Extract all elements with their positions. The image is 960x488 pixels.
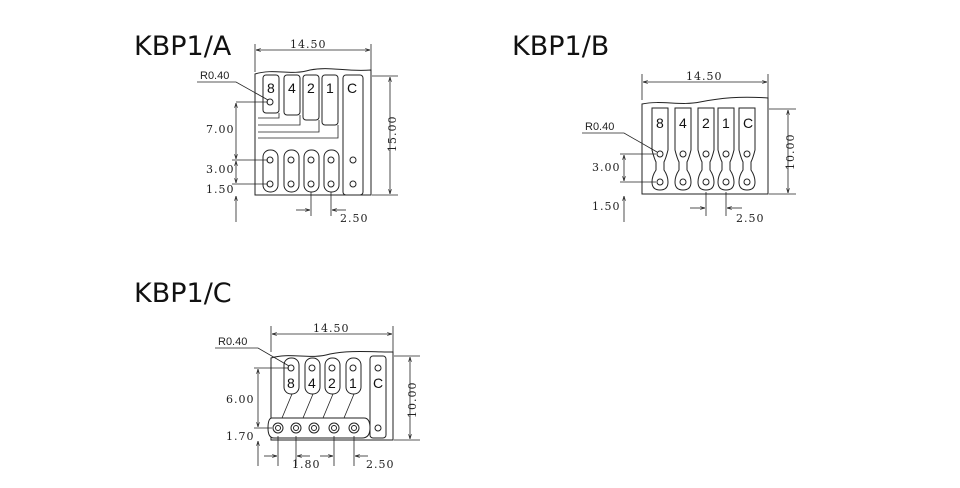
b-dim-15: 1.50 xyxy=(592,200,621,213)
b-pad-1 xyxy=(717,107,735,191)
diagram-kbp1-b: KBP1/B 14.50 8 4 2 1 C R0.40 xyxy=(512,31,797,225)
b-dim-3: 3.00 xyxy=(592,161,621,174)
c-hole-2 xyxy=(328,364,336,372)
a-pin-label-1: 1 xyxy=(326,80,334,96)
b-hole-8b xyxy=(656,178,664,186)
diagram-title-c: KBP1/C xyxy=(134,278,232,309)
b-hole-ca xyxy=(743,150,751,158)
a-dim-15: 1.50 xyxy=(206,183,235,196)
b-pin-label-2: 2 xyxy=(702,115,710,131)
c-trace-2 xyxy=(322,393,334,419)
a-hole-l3b xyxy=(307,180,315,188)
a-hole-l3a xyxy=(307,156,315,164)
b-hole-2a xyxy=(702,150,710,158)
b-pad-8 xyxy=(651,107,669,191)
diagram-title-a: KBP1/A xyxy=(134,31,232,62)
c-trace-4 xyxy=(302,393,314,419)
c-trace-8 xyxy=(281,393,293,419)
a-hole-c2 xyxy=(349,180,357,188)
b-hole-1b xyxy=(722,178,730,186)
a-pin-label-2: 2 xyxy=(307,80,315,96)
a-pin-label-c: C xyxy=(347,80,357,96)
c-bus-hole-4 xyxy=(331,425,337,431)
b-pin-label-4: 4 xyxy=(679,115,687,131)
b-hole-2b xyxy=(702,178,710,186)
a-hole-c1 xyxy=(349,156,357,164)
a-hole-l2b xyxy=(287,180,295,188)
c-bus-hole-2 xyxy=(293,425,299,431)
a-radius-leader xyxy=(197,81,269,101)
c-pad-c xyxy=(369,355,387,439)
b-radius-label: R0.40 xyxy=(585,121,614,133)
c-pin-label-8: 8 xyxy=(287,375,295,391)
diagram-kbp1-a: KBP1/A 14.50 8 4 2 1 C xyxy=(134,31,399,225)
a-pad-1 xyxy=(321,74,339,126)
a-pitch-dim: 2.50 xyxy=(340,212,369,225)
b-height-dim: 10.00 xyxy=(784,134,797,171)
c-pin-label-2: 2 xyxy=(328,375,336,391)
a-pad-2 xyxy=(302,74,320,121)
c-dim-18: 1.80 xyxy=(292,458,321,471)
c-pin-label-c: C xyxy=(373,375,383,391)
c-pin-label-1: 1 xyxy=(349,375,357,391)
b-hole-cb xyxy=(743,178,751,186)
c-board-outline xyxy=(270,351,394,441)
c-hole-c1 xyxy=(374,364,382,372)
a-width-dim: 14.50 xyxy=(290,38,327,51)
a-hole-l4b xyxy=(327,180,335,188)
b-hole-1a xyxy=(722,150,730,158)
c-hole-1 xyxy=(349,364,357,372)
a-trace-8 xyxy=(258,113,280,119)
c-bus-hole-5 xyxy=(351,425,357,431)
b-radius-leader xyxy=(582,132,658,153)
a-radius-label: R0.40 xyxy=(200,70,229,82)
diagram-title-b: KBP1/B xyxy=(512,31,609,62)
a-hole-l4a xyxy=(327,156,335,164)
a-board-outline xyxy=(254,68,372,196)
b-board-outline xyxy=(641,96,769,195)
c-pin-label-4: 4 xyxy=(308,375,316,391)
c-trace-1 xyxy=(343,393,355,419)
c-pitch-dim: 2.50 xyxy=(366,458,395,471)
c-hole-c2 xyxy=(374,424,382,432)
b-width-dim: 14.50 xyxy=(686,70,723,83)
b-pad-c xyxy=(738,107,756,191)
diagram-kbp1-c: KBP1/C 14.50 8 4 2 1 C xyxy=(134,278,420,471)
b-hole-8a xyxy=(656,150,664,158)
c-width-dim: 14.50 xyxy=(313,322,350,335)
a-dim-7: 7.00 xyxy=(206,123,235,136)
c-dim-6: 6.00 xyxy=(226,393,255,406)
a-trace-4 xyxy=(258,115,301,126)
a-pin-label-8: 8 xyxy=(267,80,275,96)
b-pad-2 xyxy=(697,107,715,191)
c-hole-4 xyxy=(308,364,316,372)
a-pad-c xyxy=(342,74,364,196)
a-pin-label-4: 4 xyxy=(288,80,296,96)
c-dim-17: 1.70 xyxy=(226,430,255,443)
c-bus-hole-3 xyxy=(311,425,317,431)
a-height-dim: 15.00 xyxy=(386,116,399,153)
c-bus-hole-1 xyxy=(275,425,281,431)
b-pin-label-8: 8 xyxy=(656,115,664,131)
b-hole-4a xyxy=(679,150,687,158)
b-pin-label-c: C xyxy=(743,115,753,131)
a-trace-1 xyxy=(258,125,339,139)
b-hole-4b xyxy=(679,178,687,186)
a-trace-2 xyxy=(258,120,320,133)
b-pad-4 xyxy=(674,107,692,191)
a-pad-4 xyxy=(283,74,301,116)
b-pin-label-1: 1 xyxy=(722,115,730,131)
a-hole-l2a xyxy=(287,156,295,164)
a-dim-3: 3.00 xyxy=(206,163,235,176)
c-radius-label: R0.40 xyxy=(218,336,247,348)
c-height-dim: 10.00 xyxy=(406,382,419,419)
b-pitch-dim: 2.50 xyxy=(736,212,765,225)
c-radius-leader xyxy=(215,347,290,367)
